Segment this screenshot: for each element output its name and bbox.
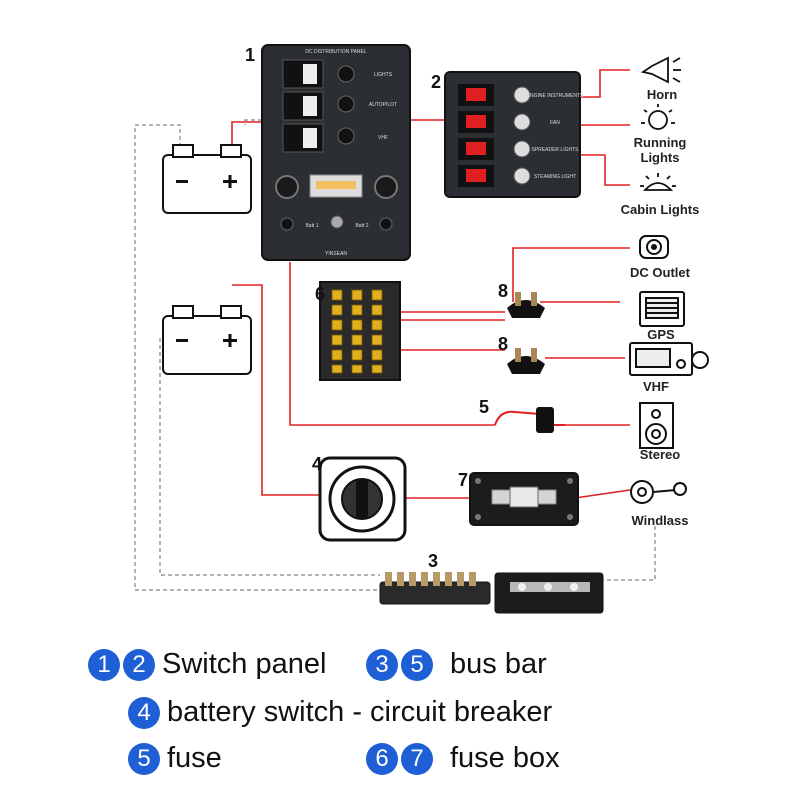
legend-badge-2: 2 [123, 648, 155, 681]
legend-fuse-text: fuse [167, 742, 222, 774]
legend-switch-panel: 1 2 Switch panel [88, 648, 326, 681]
bus-bar-right [494, 572, 604, 614]
legend-battery-switch-text: battery switch - circuit breaker [167, 696, 553, 728]
panel2-row-2 [458, 111, 531, 133]
wiring-diagram: DC DISTRIBUTION PANEL LIGHTS AUTOPILOT V… [134, 44, 709, 614]
battery-2 [162, 305, 252, 375]
legend-badge-6: 6 [366, 742, 398, 775]
panel2-row3-label: SPREADER LIGHTS [532, 147, 580, 153]
legend-bus-bar-text: bus bar [450, 648, 547, 680]
legend-fuse-box-text: fuse box [450, 742, 560, 774]
panel1-header: DC DISTRIBUTION PANEL [305, 49, 367, 55]
panel1-rocker-1 [282, 59, 355, 89]
battery-selector-knob [330, 215, 344, 229]
bus-bar-left [379, 572, 491, 605]
gps-icon [639, 291, 685, 327]
horn-label: Horn [647, 87, 677, 102]
legend-fuse: 5 fuse [128, 742, 222, 775]
inline-fuse [494, 407, 565, 433]
panel1-socket-left [275, 175, 299, 199]
panel2-row-4 [458, 165, 531, 187]
callout-6: 6 [315, 284, 325, 304]
fuse-block [319, 281, 401, 381]
panel1-row3-label: VHF [378, 135, 388, 141]
voltmeter-scale [316, 181, 356, 189]
switch-panel-1: DC DISTRIBUTION PANEL LIGHTS AUTOPILOT V… [261, 44, 411, 261]
terminal-block-lower [507, 348, 545, 374]
vhf-icon [629, 342, 709, 376]
panel2-row-1 [458, 84, 531, 106]
gps-label: GPS [647, 327, 675, 342]
legend-fuse-box: 6 7 fuse box [366, 742, 560, 775]
panel1-fuse-left [280, 217, 294, 231]
panel1-rocker-3 [282, 123, 355, 153]
anl-fuse-holder [469, 472, 579, 526]
panel2-row1-label: ENGINE INSTRUMENTS [527, 93, 584, 99]
legend-switch-panel-text: Switch panel [162, 648, 327, 680]
panel2-row-3 [458, 138, 531, 160]
windlass-label: Windlass [632, 513, 689, 528]
panel1-brand: YINSEAN [325, 251, 347, 257]
panel1-row2-label: AUTOPILOT [369, 102, 397, 108]
vhf-label: VHF [643, 379, 669, 394]
callout-2: 2 [431, 72, 441, 92]
callout-8-lower: 8 [498, 334, 508, 354]
panel1-rocker-2 [282, 91, 355, 121]
cabin-lights-label: Cabin Lights [621, 202, 700, 217]
panel2-row4-label: STEAMING LIGHT [534, 174, 576, 180]
dc-outlet-label: DC Outlet [630, 265, 691, 280]
panel1-batt1-label: Batt 1 [305, 223, 318, 229]
dc-outlet-icon [639, 235, 669, 259]
legend-badge-7: 7 [401, 742, 433, 775]
stereo-icon [639, 402, 674, 449]
running-lights-label-line2: Lights [641, 150, 680, 165]
legend-badge-5b: 5 [128, 742, 160, 775]
panel1-batt2-label: Batt 2 [355, 223, 368, 229]
panel1-fuse-right [379, 217, 393, 231]
positive-wires [231, 69, 631, 499]
stereo-label: Stereo [640, 447, 681, 462]
callout-4: 4 [312, 454, 322, 474]
callout-5: 5 [479, 397, 489, 417]
legend-badge-5: 5 [401, 648, 433, 681]
panel1-row1-label: LIGHTS [374, 72, 393, 78]
callout-7: 7 [458, 470, 468, 490]
callout-1: 1 [245, 45, 255, 65]
running-lights-label-line1: Running [634, 135, 687, 150]
legend-badge-4: 4 [128, 696, 160, 729]
windlass-icon [630, 480, 687, 504]
switch-panel-2: ENGINE INSTRUMENTS FAN SPREADER LIGHTS S… [444, 71, 584, 198]
legend-badge-3: 3 [366, 648, 398, 681]
panel2-row2-label: FAN [550, 120, 560, 126]
battery-switch [318, 456, 407, 542]
callout-8-upper: 8 [498, 281, 508, 301]
callout-3: 3 [428, 551, 438, 571]
legend: 1 2 Switch panel 3 5 bus bar 4 battery s… [0, 640, 800, 800]
running-lights-icon [641, 104, 675, 130]
cabin-lights-icon [640, 173, 676, 191]
terminal-block-upper [507, 292, 545, 318]
legend-bus-bar: 3 5 bus bar [366, 648, 547, 681]
legend-battery-switch: 4 battery switch - circuit breaker [128, 696, 552, 729]
legend-badge-1: 1 [88, 648, 120, 681]
battery-1 [162, 144, 252, 214]
panel1-socket-right [374, 175, 398, 199]
horn-icon [640, 56, 681, 84]
